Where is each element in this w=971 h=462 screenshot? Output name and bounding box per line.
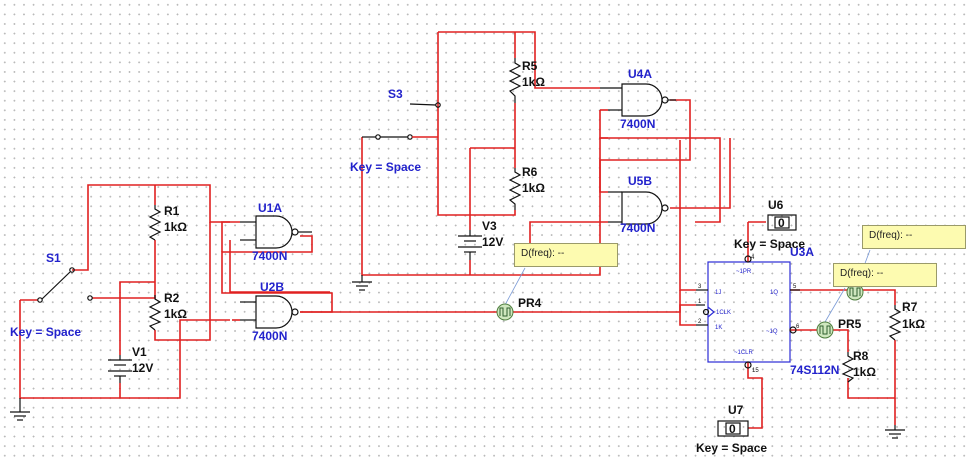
ff-pin-j: 1J [715,290,721,296]
s3-key-label: Key = Space [350,160,421,174]
u7-value: 0 [729,422,736,436]
r7-name: R7 [902,300,918,314]
r1-value: 1kΩ [164,220,187,234]
s1-label: S1 [46,251,61,265]
switch-s3[interactable]: S3 Key = Space [350,87,441,174]
ff-pin-pr: ~1PR [736,269,752,275]
ff-pin-qn: ~1Q [766,329,778,335]
probe-pr5-tooltip: D(freq): -- [833,263,937,287]
resistor-r7[interactable]: R7 1kΩ [888,300,925,341]
u5b-name: U5B [628,174,652,188]
pr5-name: PR5 [838,317,862,331]
u4a-name: U4A [628,67,652,81]
u4a-part: 7400N [620,117,655,131]
ground-symbols [10,275,905,439]
u2b-part: 7400N [252,329,287,343]
switch-s1[interactable]: S1 Key = Space [10,251,93,339]
ff-pin-clr: ~1CLR [734,350,754,356]
r8-value: 1kΩ [853,365,876,379]
v1-value: 12V [132,361,153,375]
u1a-part: 7400N [252,249,287,263]
resistor-r1[interactable]: R1 1kΩ [148,204,187,241]
ff-pinnum-clr: 15 [752,368,759,374]
r5-name: R5 [522,59,538,73]
nand-gate-u4a[interactable]: U4A 7400N [600,67,676,131]
r8-name: R8 [853,349,869,363]
ground-icon [352,275,372,291]
u2b-name: U2B [260,280,284,294]
pr-top-reading: D(freq): -- [869,230,913,241]
r2-value: 1kΩ [164,307,187,321]
dc-source-v3[interactable]: V3 12V [458,219,503,260]
s3-label: S3 [388,87,403,101]
interactive-digit-u6[interactable]: 0 U6 Key = Space [734,198,805,251]
u7-key-label: Key = Space [696,441,767,455]
r6-value: 1kΩ [522,181,545,195]
r7-value: 1kΩ [902,317,925,331]
pr4-reading: D(freq): -- [521,248,565,259]
resistor-r2[interactable]: R2 1kΩ [148,291,187,331]
ff-pinnum-pr: 4 [751,255,755,261]
ground-icon [885,425,905,439]
u7-name: U7 [728,403,744,417]
probe-pr4-tooltip: D(freq): -- [514,243,618,267]
nand-gate-u2b[interactable]: U2B 7400N [240,280,299,343]
u3a-name: U3A [790,245,814,259]
u1a-name: U1A [258,201,282,215]
jk-flipflop-u3a[interactable]: ~1PR 1J 1CLK 1K 1Q ~1Q ~1CLR 4 3 1 2 5 6… [696,245,839,377]
u5b-part: 7400N [620,221,655,235]
resistor-r6[interactable]: R6 1kΩ [508,165,545,210]
ff-pinnum-clk: 1 [698,299,702,305]
ff-pinnum-k: 2 [698,319,702,325]
u6-name: U6 [768,198,784,212]
pr5-reading: D(freq): -- [840,268,884,279]
pr4-name: PR4 [518,296,542,310]
r5-value: 1kΩ [522,75,545,89]
ff-pin-k: 1K [715,325,722,331]
resistor-r5[interactable]: R5 1kΩ [508,58,545,103]
probe-pr4[interactable]: PR4 [496,267,542,321]
probe-icon [849,287,861,297]
probe-icon [499,307,511,317]
s1-key-label: Key = Space [10,325,81,339]
v1-name: V1 [132,345,147,359]
r6-name: R6 [522,165,538,179]
ff-pinnum-j: 3 [698,284,702,290]
r1-name: R1 [164,204,180,218]
probe-pr5[interactable]: PR5 [816,287,862,339]
nand-gate-u5b[interactable]: U5B 7400N [608,174,669,235]
probe-icon [819,325,831,335]
u6-key-label: Key = Space [734,237,805,251]
ground-icon [10,398,30,421]
u3a-part: 74S112N [790,363,839,377]
dc-source-v1[interactable]: V1 12V [108,345,153,383]
r2-name: R2 [164,291,180,305]
ff-pin-clk: 1CLK [716,310,731,316]
ff-pin-q: 1Q [770,290,778,296]
v3-value: 12V [482,235,503,249]
resistor-r8[interactable]: R8 1kΩ [841,349,876,383]
probe-top-tooltip: D(freq): -- [862,225,966,249]
nand-gate-u1a[interactable]: U1A 7400N [240,201,312,263]
ff-pinnum-qn: 6 [796,324,800,330]
u6-value: 0 [778,216,785,230]
interactive-digit-u7[interactable]: 0 U7 Key = Space [696,403,767,455]
ff-pinnum-q: 5 [793,284,797,290]
v3-name: V3 [482,219,497,233]
